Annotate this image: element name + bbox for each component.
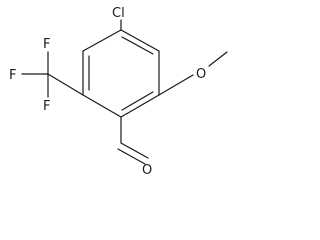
fluorine-top-label: F [43, 37, 50, 52]
molecule-svg: Cl O O F F F [9, 6, 228, 178]
methoxy-oxygen-label: O [196, 67, 206, 82]
ring-bond-c5-c4 [82, 29, 122, 52]
bond-aldehyde-co-1 [120, 142, 149, 159]
bond-oxygen-methyl [208, 51, 228, 67]
fluorine-left-label: F [9, 68, 16, 83]
ring-bond-c4-c3 [120, 29, 160, 52]
structure-diagram: Cl O O F F F [9, 6, 228, 178]
ring-bond-c1-c6 [82, 94, 122, 118]
ring-double-c4-c3 [121, 36, 154, 55]
fluorine-bottom-label: F [43, 99, 50, 114]
ring-double-c2-c1 [121, 91, 154, 111]
chlorine-label: Cl [112, 6, 125, 21]
aldehyde-oxygen-label: O [142, 163, 152, 178]
bond-c6-cf3-carbon [47, 73, 84, 96]
bond-c2-oxygen [158, 74, 194, 96]
bond-aldehyde-co-2 [117, 148, 146, 165]
ring-bond-c2-c1 [120, 94, 160, 118]
